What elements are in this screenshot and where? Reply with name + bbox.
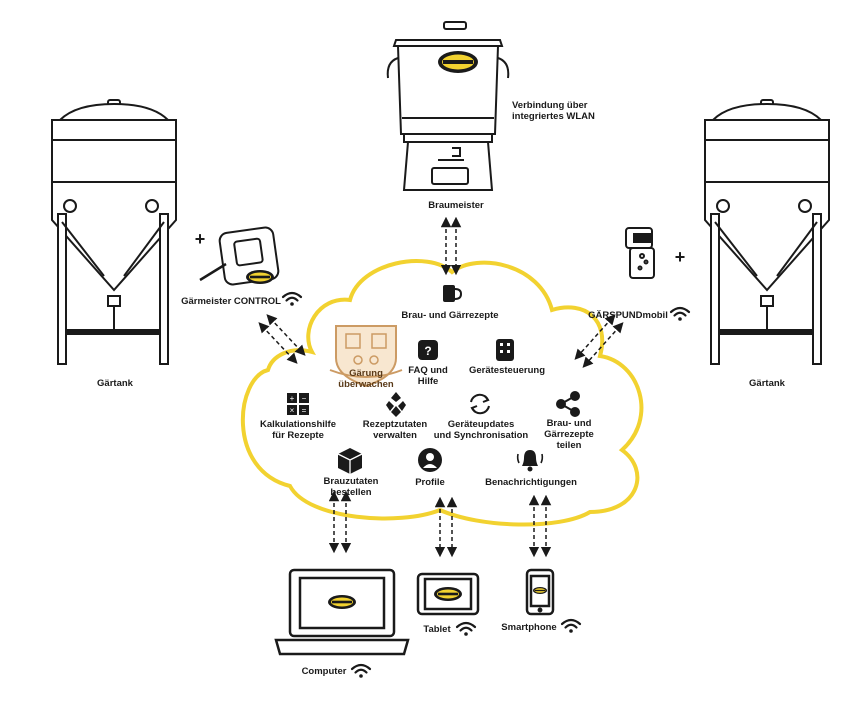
wifi-icon <box>350 663 372 679</box>
braumeister-illustration <box>386 21 510 191</box>
wifi-icon <box>560 618 582 634</box>
chat-icon: ? <box>418 340 438 360</box>
right-plus-sign: + <box>674 247 686 267</box>
wifi-icon <box>669 306 691 322</box>
tablet-label: Tablet <box>423 624 451 635</box>
left-tank-label: Gärtank <box>97 378 133 389</box>
feature-recipes-label: Brau- und Gärrezepte <box>401 310 499 321</box>
bell-icon <box>516 450 544 472</box>
mug-icon <box>443 285 463 302</box>
right-tank-label: Gärtank <box>749 378 785 389</box>
right-tank-illustration <box>704 99 830 365</box>
remote-icon <box>496 339 514 361</box>
svg-text:=: = <box>302 406 307 415</box>
feature-profile-label: Profile <box>415 477 445 488</box>
smartphone-label: Smartphone <box>501 622 557 633</box>
svg-text:−: − <box>302 394 307 403</box>
calculator-icon: + − × = <box>287 393 309 415</box>
gaerspund-mobil-device <box>625 227 655 279</box>
box-icon <box>337 448 363 474</box>
feature-share-label: Brau- und Gärrezepte teilen <box>544 418 594 451</box>
svg-text:+: + <box>290 394 295 403</box>
hops-icon <box>386 392 406 417</box>
feature-fermentation-label: Gärung überwachen <box>338 368 394 390</box>
computer-label: Computer <box>301 666 347 677</box>
svg-text:?: ? <box>424 344 431 358</box>
share-icon <box>556 391 580 417</box>
gaermeister-control-label: Gärmeister CONTROL <box>181 296 281 307</box>
feature-updates-label: Geräteupdates und Synchronisation <box>433 419 529 441</box>
feature-order-label: Brauzutaten bestellen <box>323 476 379 498</box>
feature-device-control-label: Gerätesteuerung <box>468 365 546 376</box>
feature-faq-label: FAQ und Hilfe <box>408 365 448 387</box>
sync-icon <box>470 393 490 415</box>
left-plus-sign: + <box>194 229 206 249</box>
svg-text:×: × <box>290 406 295 415</box>
gaerspund-mobil-label: GÄRSPUNDmobil <box>588 310 668 321</box>
laptop-illustration <box>274 568 410 656</box>
wlan-connection-label: Verbindung über integriertes WLAN <box>512 100 595 122</box>
left-tank-illustration <box>51 99 177 365</box>
feature-calculator-label: Kalkulationshilfe für Rezepte <box>259 419 336 441</box>
connection-arrows <box>258 216 624 558</box>
braumeister-badge-icon <box>438 51 478 73</box>
braumeister-label: Braumeister <box>428 200 484 211</box>
feature-notifications-label: Benachrichtigungen <box>485 477 577 488</box>
fermentation-emblem-icon <box>329 325 403 388</box>
feature-recipe-ingredients-label: Rezeptzutaten verwalten <box>362 419 428 441</box>
user-icon <box>418 448 442 472</box>
